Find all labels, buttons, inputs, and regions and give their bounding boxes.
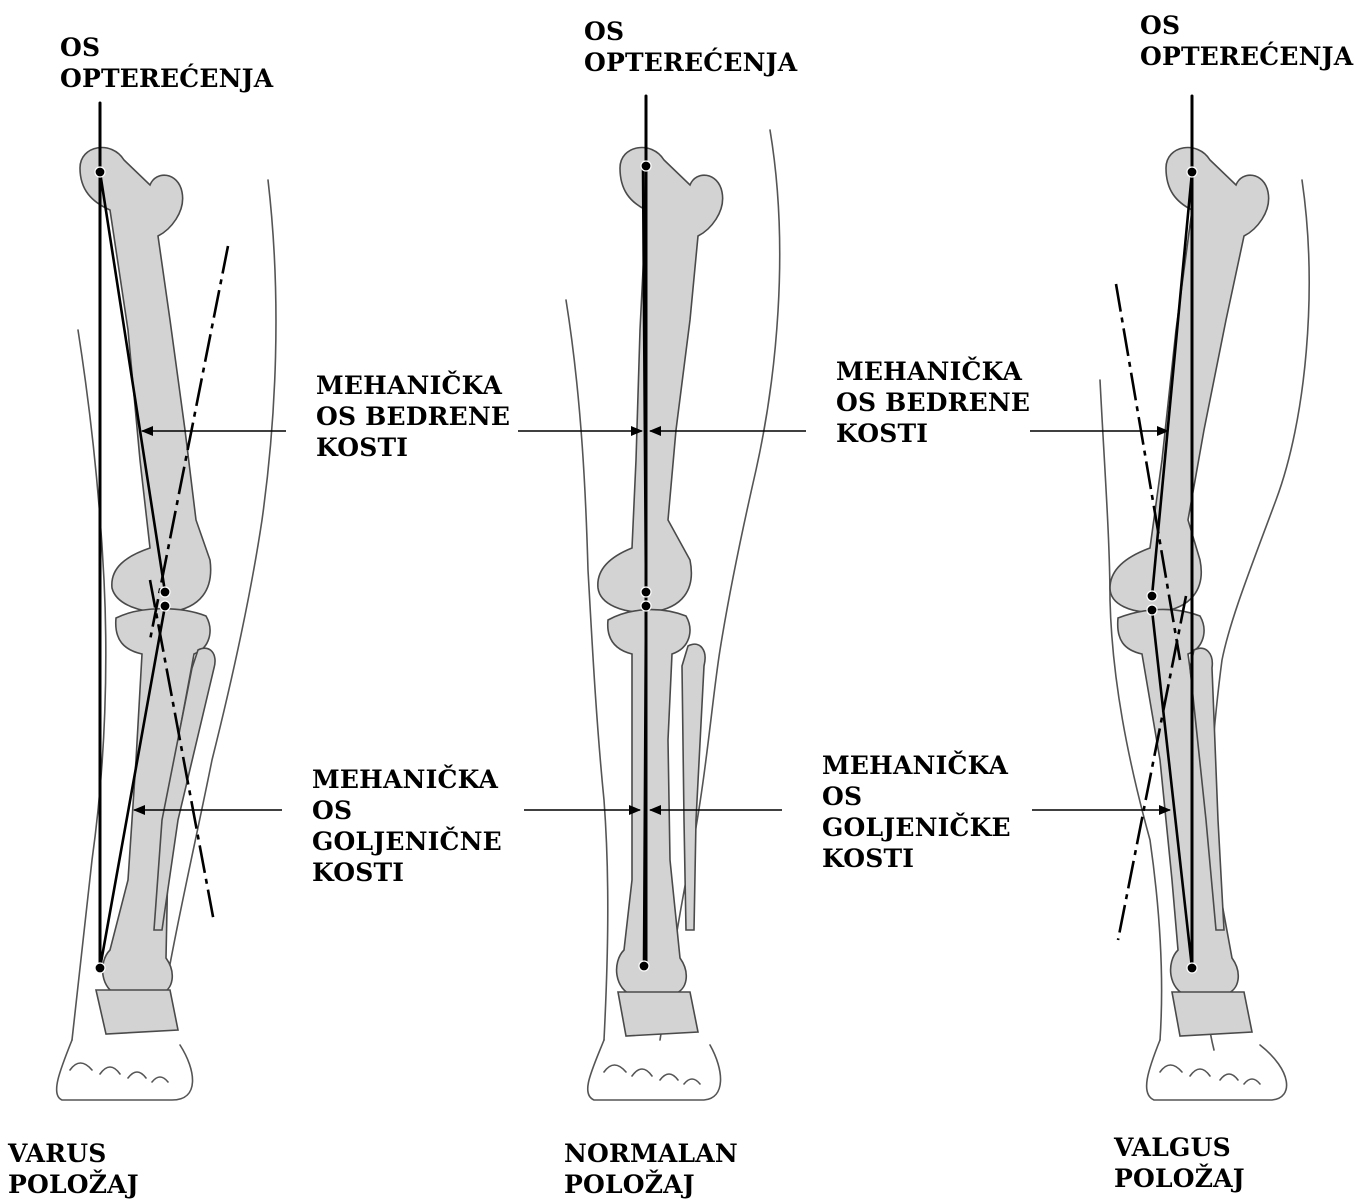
normal-knee-center-lower — [641, 601, 651, 611]
varus-load-axis-label-line2: OPTEREĆENJA — [60, 63, 273, 94]
femur-axis-callout-left: MEHANIČKA OS BEDRENE KOSTI — [316, 370, 510, 463]
tibia-callout-left-line1: MEHANIČKA — [312, 764, 502, 795]
varus-knee-center-lower — [160, 601, 170, 611]
tibia-callout-left-line3: GOLJENIČNE — [312, 826, 502, 857]
normal-hip-center — [641, 161, 651, 171]
tibia-callout-left-line2: OS — [312, 795, 502, 826]
valgus-tibia — [1118, 609, 1239, 996]
normal-load-axis-label-line1: OS — [584, 16, 797, 47]
tibia-callout-right-line3: GOLJENIČKE — [822, 812, 1011, 843]
valgus-load-axis-label: OS OPTEREĆENJA — [1140, 10, 1353, 72]
varus-foot-bones — [96, 990, 178, 1034]
tibia-axis-callout-right: MEHANIČKA OS GOLJENIČKE KOSTI — [822, 750, 1011, 874]
valgus-hip-center — [1187, 167, 1197, 177]
valgus-position-label: VALGUS POLOŽAJ — [1114, 1132, 1245, 1194]
normal-position-label: NORMALAN POLOŽAJ — [564, 1138, 738, 1200]
normal-foot-bones — [618, 992, 698, 1036]
valgus-leg — [1100, 148, 1309, 1100]
varus-ankle-center — [95, 963, 105, 973]
varus-load-axis-label-line1: OS — [60, 32, 273, 63]
valgus-foot-bones — [1172, 992, 1252, 1036]
varus-position-label: VARUS POLOŽAJ — [8, 1138, 139, 1200]
normal-tibia — [608, 610, 690, 996]
valgus-knee-center-lower — [1147, 605, 1157, 615]
varus-position-label-line1: VARUS — [8, 1138, 139, 1169]
tibia-axis-callout-left: MEHANIČKA OS GOLJENIČNE KOSTI — [312, 764, 502, 888]
normal-position-label-line2: POLOŽAJ — [564, 1169, 738, 1200]
normal-load-axis-label-line2: OPTEREĆENJA — [584, 47, 797, 78]
femur-axis-callout-right: MEHANIČKA OS BEDRENE KOSTI — [836, 356, 1030, 449]
normal-load-axis-label: OS OPTEREĆENJA — [584, 16, 797, 78]
valgus-ankle-center — [1187, 963, 1197, 973]
normal-leg — [566, 130, 780, 1100]
varus-position-label-line2: POLOŽAJ — [8, 1169, 139, 1200]
normal-position-label-line1: NORMALAN — [564, 1138, 738, 1169]
tibia-callout-left-line4: KOSTI — [312, 857, 502, 888]
tibia-callout-right-line4: KOSTI — [822, 843, 1011, 874]
varus-hip-center — [95, 167, 105, 177]
femur-callout-right-line2: OS BEDRENE — [836, 387, 1030, 418]
valgus-load-axis-label-line1: OS — [1140, 10, 1353, 41]
varus-knee-center-upper — [160, 587, 170, 597]
femur-callout-left-line3: KOSTI — [316, 432, 510, 463]
valgus-knee-center-upper — [1147, 591, 1157, 601]
femur-callout-left-line2: OS BEDRENE — [316, 401, 510, 432]
valgus-bones — [1110, 148, 1269, 1036]
normal-knee-center-upper — [641, 587, 651, 597]
varus-load-axis-label: OS OPTEREĆENJA — [60, 32, 273, 94]
normal-femur — [598, 148, 723, 613]
valgus-position-label-line1: VALGUS — [1114, 1132, 1245, 1163]
varus-leg — [57, 148, 276, 1100]
valgus-load-axis-label-line2: OPTEREĆENJA — [1140, 41, 1353, 72]
tibia-callout-right-line1: MEHANIČKA — [822, 750, 1011, 781]
valgus-femur — [1110, 148, 1269, 613]
valgus-position-label-line2: POLOŽAJ — [1114, 1163, 1245, 1194]
femur-callout-right-line3: KOSTI — [836, 418, 1030, 449]
femur-callout-left-line1: MEHANIČKA — [316, 370, 510, 401]
femur-callout-right-line1: MEHANIČKA — [836, 356, 1030, 387]
normal-bones — [598, 148, 723, 1036]
normal-ankle-center — [639, 961, 649, 971]
tibia-callout-right-line2: OS — [822, 781, 1011, 812]
